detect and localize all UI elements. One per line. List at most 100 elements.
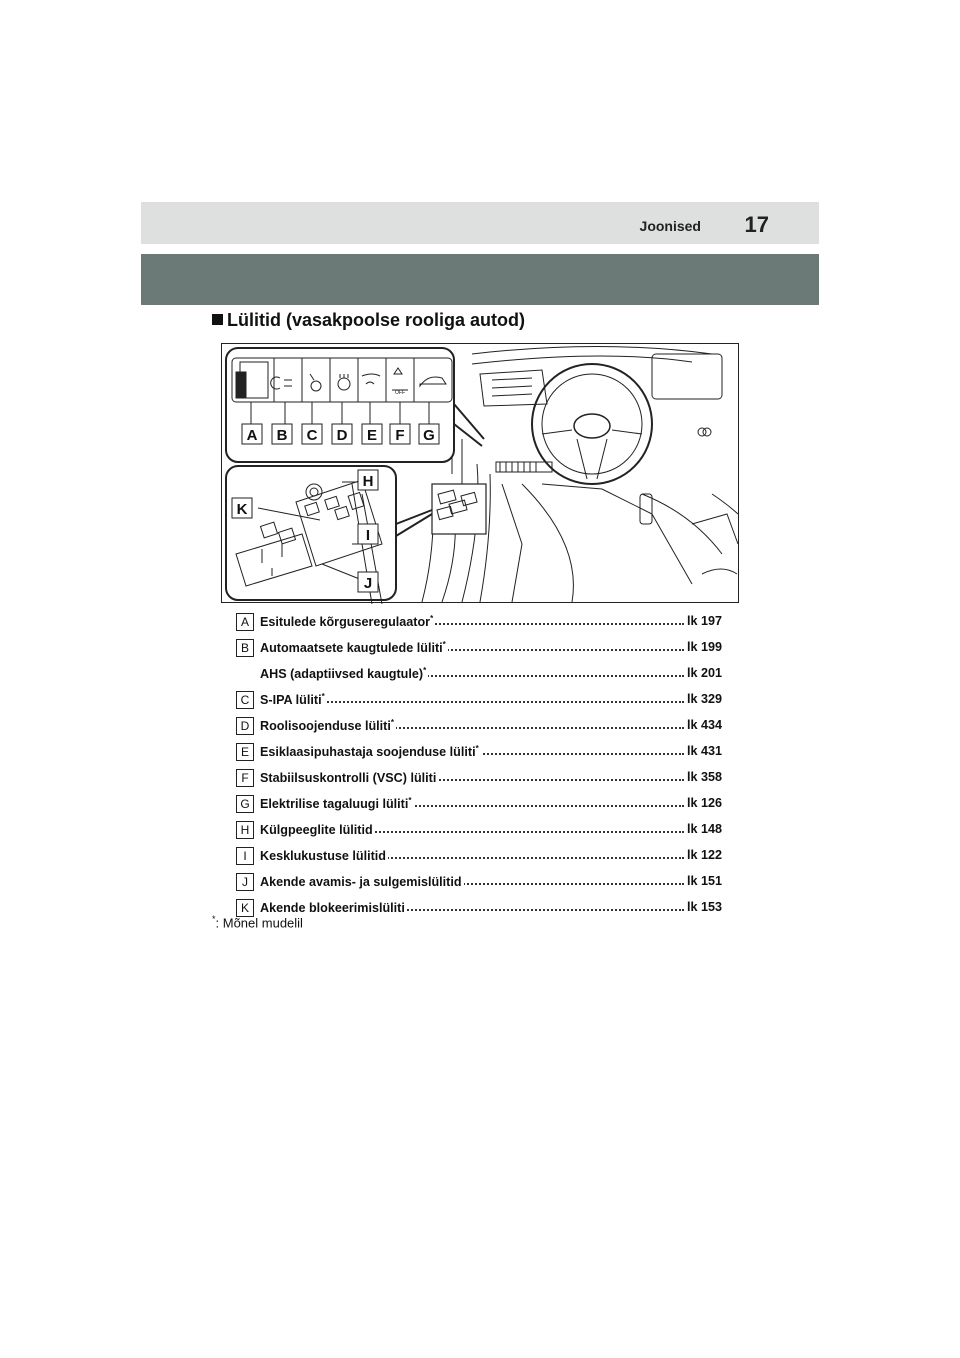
callout-c: C (301, 423, 323, 445)
svg-text:F: F (395, 427, 404, 444)
footnote-mark: * (442, 640, 446, 649)
callout-k: K (231, 497, 253, 519)
page-header: Joonised 17 (141, 202, 819, 244)
item-label: Stabiilsuskontrolli (VSC) lüliti (260, 771, 437, 786)
leader-dots (260, 701, 684, 703)
leader-dots (260, 857, 684, 859)
leader-dots (260, 831, 684, 833)
leader-dots (260, 779, 684, 781)
svg-text:D: D (337, 427, 348, 444)
footnote-mark: * (430, 614, 434, 623)
list-item: A Esitulede kõrguseregulaator* lk 197 (236, 611, 722, 637)
page-reference[interactable]: lk 201 (684, 666, 722, 680)
page-reference[interactable]: lk 126 (684, 796, 722, 810)
callout-h: H (357, 469, 379, 491)
page-number: 17 (744, 212, 769, 237)
item-label: Automaatsete kaugtulede lüliti (260, 641, 443, 656)
list-item: E Esiklaasipuhastaja soojenduse lüliti* … (236, 741, 722, 767)
list-item: B Automaatsete kaugtulede lüliti* lk 199 (236, 637, 722, 663)
leader-dots (260, 909, 684, 911)
svg-text:E: E (367, 427, 377, 444)
callout-j: J (357, 571, 379, 593)
callout-b: B (271, 423, 293, 445)
letter-badge: A (236, 613, 254, 631)
header-bar (141, 254, 819, 305)
footnote-mark: * (408, 796, 412, 805)
callout-i: I (357, 523, 379, 545)
leader-dots (260, 805, 684, 807)
section-title: Joonised (639, 218, 701, 234)
switch-index-list: A Esitulede kõrguseregulaator* lk 197 B … (236, 611, 722, 923)
leader-dots (260, 675, 684, 677)
footnote-mark: * (390, 718, 394, 727)
letter-badge: H (236, 821, 254, 839)
switch-illustration: A B C D E F G H I J K OFF (221, 343, 739, 604)
footnote-mark: * (475, 744, 479, 753)
letter-badge: F (236, 769, 254, 787)
item-label: Roolisoojenduse lüliti (260, 719, 391, 734)
letter-badge: G (236, 795, 254, 813)
list-item: K Akende blokeerimislüliti lk 153 (236, 897, 722, 923)
svg-text:G: G (423, 427, 435, 444)
svg-text:I: I (366, 527, 370, 544)
item-label: Akende avamis- ja sulgemislülitid (260, 875, 462, 890)
svg-text:K: K (237, 501, 248, 518)
page-reference[interactable]: lk 199 (684, 640, 722, 654)
footnote: *: Mõnel mudelil (212, 914, 303, 930)
leader-dots (260, 883, 684, 885)
letter-badge: I (236, 847, 254, 865)
letter-badge: B (236, 639, 254, 657)
section-heading-text: Lülitid (vasakpoolse rooliga autod) (227, 310, 526, 330)
svg-text:J: J (364, 575, 372, 592)
item-label: AHS (adaptiivsed kaugtule) (260, 667, 424, 682)
list-item: F Stabiilsuskontrolli (VSC) lüliti lk 35… (236, 767, 722, 793)
list-item: D Roolisoojenduse lüliti* lk 434 (236, 715, 722, 741)
leader-dots (260, 623, 684, 625)
callout-g: G (418, 423, 440, 445)
list-item: C S-IPA lüliti* lk 329 (236, 689, 722, 715)
list-item: G Elektrilise tagaluugi lüliti* lk 126 (236, 793, 722, 819)
item-label: Esiklaasipuhastaja soojenduse lüliti (260, 745, 476, 760)
svg-text:C: C (307, 427, 318, 444)
callout-a: A (241, 423, 263, 445)
callout-d: D (331, 423, 353, 445)
page-reference[interactable]: lk 153 (684, 900, 722, 914)
vsc-off-label: OFF (395, 390, 405, 396)
page-reference[interactable]: lk 431 (684, 744, 722, 758)
list-item: H Külgpeeglite lülitid lk 148 (236, 819, 722, 845)
letter-badge: K (236, 899, 254, 917)
item-label: Akende blokeerimislüliti (260, 901, 405, 916)
footnote-mark: * (321, 692, 325, 701)
square-bullet-icon (212, 314, 223, 325)
letter-badge: E (236, 743, 254, 761)
letter-badge: D (236, 717, 254, 735)
letter-badge: J (236, 873, 254, 891)
svg-text:B: B (277, 427, 288, 444)
leader-dots (260, 649, 684, 651)
footnote-text: : Mõnel mudelil (215, 915, 303, 931)
item-label: S-IPA lüliti (260, 693, 322, 708)
page-reference[interactable]: lk 151 (684, 874, 722, 888)
page-reference[interactable]: lk 358 (684, 770, 722, 784)
item-label: Elektrilise tagaluugi lüliti (260, 797, 409, 812)
dashboard-drawing: A B C D E F G H I J K OFF (225, 346, 739, 604)
page-reference[interactable]: lk 197 (684, 614, 722, 628)
page-reference[interactable]: lk 434 (684, 718, 722, 732)
callout-e: E (361, 423, 383, 445)
leader-dots (260, 727, 684, 729)
footnote-mark: * (212, 914, 216, 924)
list-item: I Kesklukustuse lülitid lk 122 (236, 845, 722, 871)
svg-text:A: A (247, 427, 258, 444)
svg-text:H: H (363, 473, 374, 490)
page-reference[interactable]: lk 122 (684, 848, 722, 862)
section-heading: Lülitid (vasakpoolse rooliga autod) (212, 310, 525, 331)
page-reference[interactable]: lk 329 (684, 692, 722, 706)
letter-badge: C (236, 691, 254, 709)
list-item: J Akende avamis- ja sulgemislülitid lk 1… (236, 871, 722, 897)
list-item: AHS (adaptiivsed kaugtule)* lk 201 (236, 663, 722, 689)
callout-f: F (389, 423, 411, 445)
page-reference[interactable]: lk 148 (684, 822, 722, 836)
footnote-mark: * (423, 666, 427, 675)
item-label: Esitulede kõrguseregulaator (260, 615, 431, 630)
item-label: Kesklukustuse lülitid (260, 849, 386, 864)
